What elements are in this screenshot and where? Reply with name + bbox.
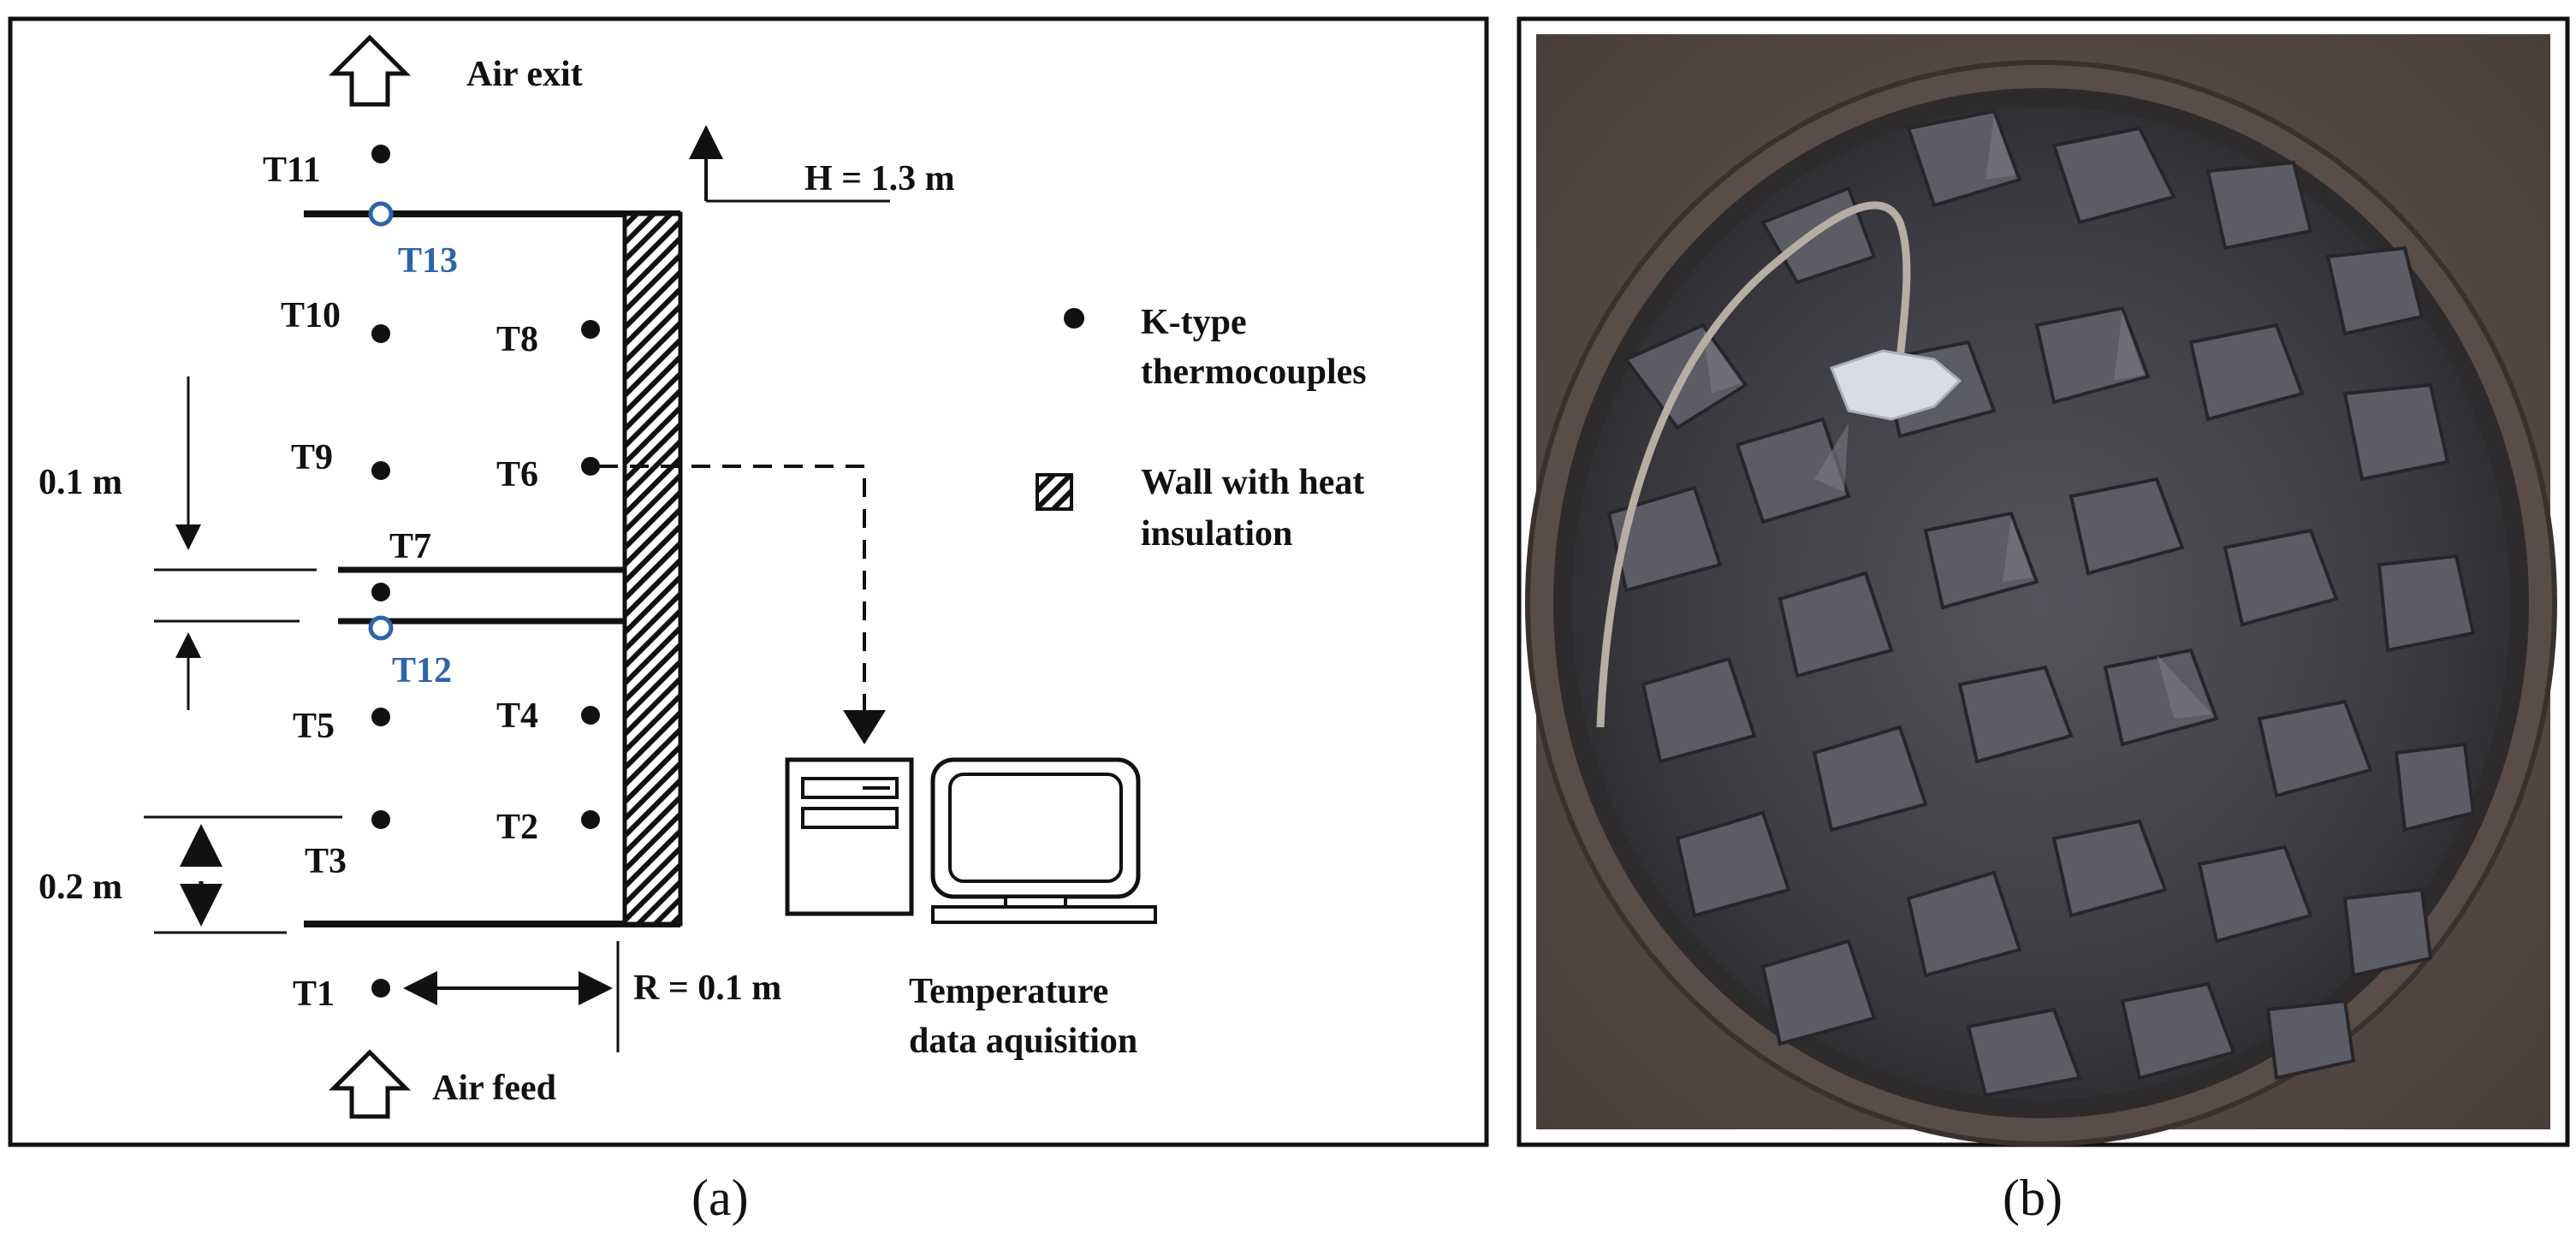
air-exit-arrow-icon xyxy=(328,34,412,107)
label-t4: T4 xyxy=(496,696,538,736)
label-t3: T3 xyxy=(305,842,347,881)
thermocouple-t6 xyxy=(581,457,600,476)
rocks xyxy=(1606,109,2476,1098)
panel-b xyxy=(1517,16,2570,1147)
thermocouple-t8 xyxy=(581,320,600,339)
thermocouple-t1 xyxy=(371,979,390,998)
label-t1: T1 xyxy=(293,974,335,1014)
height-label: H = 1.3 m xyxy=(804,159,955,198)
thermocouple-probe xyxy=(1596,201,1911,728)
thermocouple-t3 xyxy=(371,810,390,829)
legend-wall-line2: insulation xyxy=(1141,514,1292,554)
legend-thermocouple-line2: thermocouples xyxy=(1141,352,1367,392)
dim-top-label: 0.1 m xyxy=(39,463,122,502)
air-feed-arrow-icon xyxy=(328,1049,412,1119)
thermocouple-t11 xyxy=(371,145,390,163)
label-t6: T6 xyxy=(496,455,538,495)
thermocouple-t12 xyxy=(368,615,394,641)
legend-wall-line1: Wall with heat xyxy=(1141,463,1364,502)
dim-bottom-label: 0.2 m xyxy=(39,868,122,907)
probe-tip xyxy=(1830,349,1962,421)
signal-arrowhead xyxy=(843,710,886,744)
reactor-photo xyxy=(1525,34,2557,1146)
thermocouple-t10 xyxy=(371,324,390,343)
panel-a: Air exit H = 1.3 m T11 T13 T10 T8 T9 xyxy=(8,16,1489,1147)
thermocouple-t4 xyxy=(581,706,600,725)
thermocouple-t2 xyxy=(581,810,600,829)
thermocouple-t7 xyxy=(371,583,390,601)
radius-label: R = 0.1 m xyxy=(633,968,781,1008)
label-t7: T7 xyxy=(389,527,431,566)
thermocouple-t5 xyxy=(371,708,390,726)
legend-thermocouple-dot xyxy=(1064,308,1084,329)
thermocouple-t9 xyxy=(371,461,390,480)
air-feed-label: Air feed xyxy=(432,1069,556,1108)
signal-line xyxy=(599,465,866,732)
label-t8: T8 xyxy=(496,320,538,359)
thermocouple-t13 xyxy=(368,201,394,227)
legend-thermocouple-line1: K-type xyxy=(1141,303,1247,342)
label-t13: T13 xyxy=(398,241,458,281)
daq-label-line2: data aquisition xyxy=(909,1022,1137,1061)
label-t2: T2 xyxy=(496,808,538,847)
panel-a-border xyxy=(8,16,1489,1147)
rock-highlights xyxy=(1703,116,2212,719)
computer-tower-icon xyxy=(785,757,914,916)
label-t11: T11 xyxy=(263,151,321,190)
caption-a: (a) xyxy=(691,1170,749,1226)
caption-b: (b) xyxy=(2003,1170,2063,1226)
monitor-icon xyxy=(930,757,1157,924)
legend-wall-swatch xyxy=(1036,473,1073,511)
label-t12: T12 xyxy=(392,651,452,690)
label-t9: T9 xyxy=(291,438,333,477)
daq-label-line1: Temperature xyxy=(909,972,1108,1011)
air-exit-label: Air exit xyxy=(466,55,583,94)
label-t10: T10 xyxy=(281,296,341,335)
insulated-wall xyxy=(622,211,683,927)
label-t5: T5 xyxy=(293,707,335,746)
